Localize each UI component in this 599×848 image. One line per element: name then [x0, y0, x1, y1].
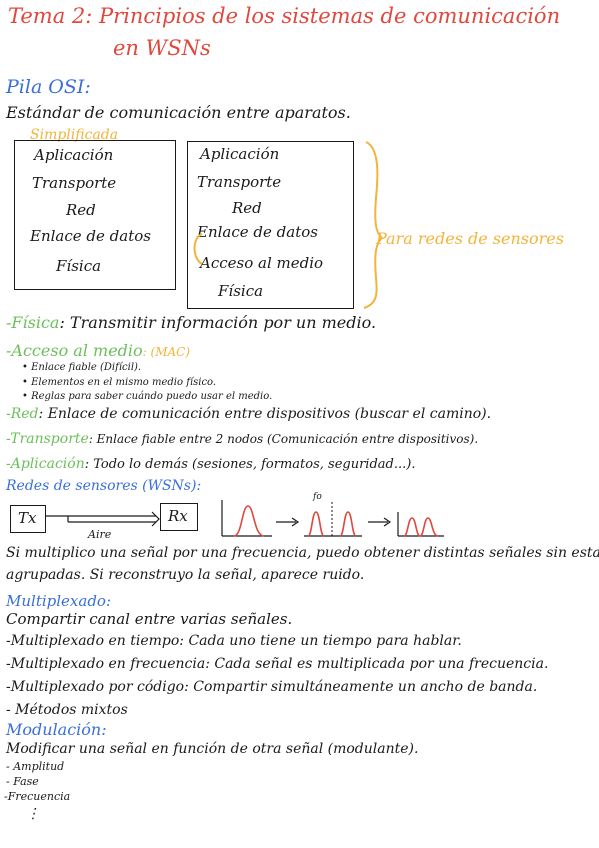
layer-name: -Aplicación: [6, 456, 85, 472]
layer-fisica: -Física: Transmitir información por un m…: [6, 313, 376, 332]
multiplexing-item: -Multiplexado por código: Compartir simu…: [6, 679, 538, 695]
rx-box: [160, 503, 198, 531]
tx-label: Tx: [18, 509, 37, 527]
osi-heading: Pila OSI:: [6, 76, 91, 98]
layer-desc: : Enlace fiable entre 2 nodos (Comunicac…: [88, 432, 479, 446]
medium-channel: [46, 511, 160, 527]
wsn-heading: Redes de sensores (WSNs):: [6, 478, 202, 494]
layer-acceso-medio: -Acceso al medio: (MAC): [6, 341, 190, 360]
layer-name: -Red: [6, 406, 39, 422]
layer-name: -Física: [6, 313, 60, 332]
multiplexing-item: -Multiplexado en tiempo: Cada uno tiene …: [6, 633, 462, 649]
layer-aplicacion: -Aplicación: Todo lo demás (sesiones, fo…: [6, 456, 415, 472]
sensor-stack-box: [187, 141, 354, 309]
simplified-label: Simplificada: [30, 127, 119, 143]
left-stack-item: Aplicación: [34, 146, 114, 164]
layer-desc: : Enlace de comunicación entre dispositi…: [38, 406, 492, 422]
multiplexing-heading: Multiplexado:: [6, 592, 112, 610]
right-stack-item: Red: [232, 199, 262, 217]
left-stack-item: Red: [66, 201, 96, 219]
layer-desc: : Todo lo demás (sesiones, formatos, seg…: [84, 457, 416, 472]
layer-red: -Red: Enlace de comunicación entre dispo…: [6, 406, 491, 422]
osi-intro: Estándar de comunicación entre aparatos.: [6, 103, 351, 122]
right-stack-item: Acceso al medio: [200, 254, 324, 272]
sensor-note: Para redes de sensores: [376, 229, 564, 248]
mac-bullet: • Enlace fiable (Difícil).: [22, 362, 142, 373]
multiplexing-intro: Compartir canal entre varias señales.: [6, 610, 293, 628]
layer-transporte: -Transporte: Enlace fiable entre 2 nodos…: [6, 431, 478, 447]
bracket-drawing: [193, 141, 384, 309]
ellipsis: ⋮: [26, 806, 40, 822]
mac-bullet: • Elementos en el mismo medio físico.: [22, 377, 217, 388]
wsn-note-line2: agrupadas. Si reconstruyo la señal, apar…: [6, 567, 365, 583]
right-stack-item: Física: [218, 282, 264, 300]
left-stack-item: Enlace de datos: [30, 227, 151, 245]
tx-box: [10, 505, 46, 533]
layer-tag: : (MAC): [142, 345, 191, 359]
left-stack-item: Física: [56, 257, 102, 275]
modulation-item: - Fase: [6, 775, 39, 788]
multiplexing-item: - Métodos mixtos: [6, 702, 128, 718]
spectrum-sketch: [221, 500, 444, 537]
f0-label: fo: [313, 492, 322, 502]
right-stack-item: Transporte: [197, 173, 282, 191]
layer-name: -Acceso al medio: [6, 341, 143, 360]
modulation-heading: Modulación:: [6, 720, 107, 739]
left-stack-item: Transporte: [32, 174, 117, 192]
wsn-note-line1: Si multiplico una señal por una frecuenc…: [6, 545, 599, 561]
rx-label: Rx: [168, 507, 188, 525]
mac-bullet: • Reglas para saber cuándo puedo usar el…: [22, 391, 273, 402]
page-title: Tema 2: Principios de los sistemas de co…: [8, 4, 561, 28]
modulation-intro: Modificar una señal en función de otra s…: [6, 741, 419, 757]
page-title-line2: en WSNs: [113, 36, 211, 60]
modulation-item: - Amplitud: [6, 760, 65, 773]
right-stack-item: Enlace de datos: [197, 223, 318, 241]
simplified-stack-box: [14, 140, 176, 290]
layer-desc: : Transmitir información por un medio.: [59, 313, 377, 332]
layer-name: -Transporte: [6, 431, 89, 447]
medium-label: Aire: [88, 528, 112, 541]
modulation-item: -Frecuencia: [4, 790, 71, 803]
right-stack-item: Aplicación: [200, 145, 280, 163]
multiplexing-item: -Multiplexado en frecuencia: Cada señal …: [6, 656, 549, 672]
